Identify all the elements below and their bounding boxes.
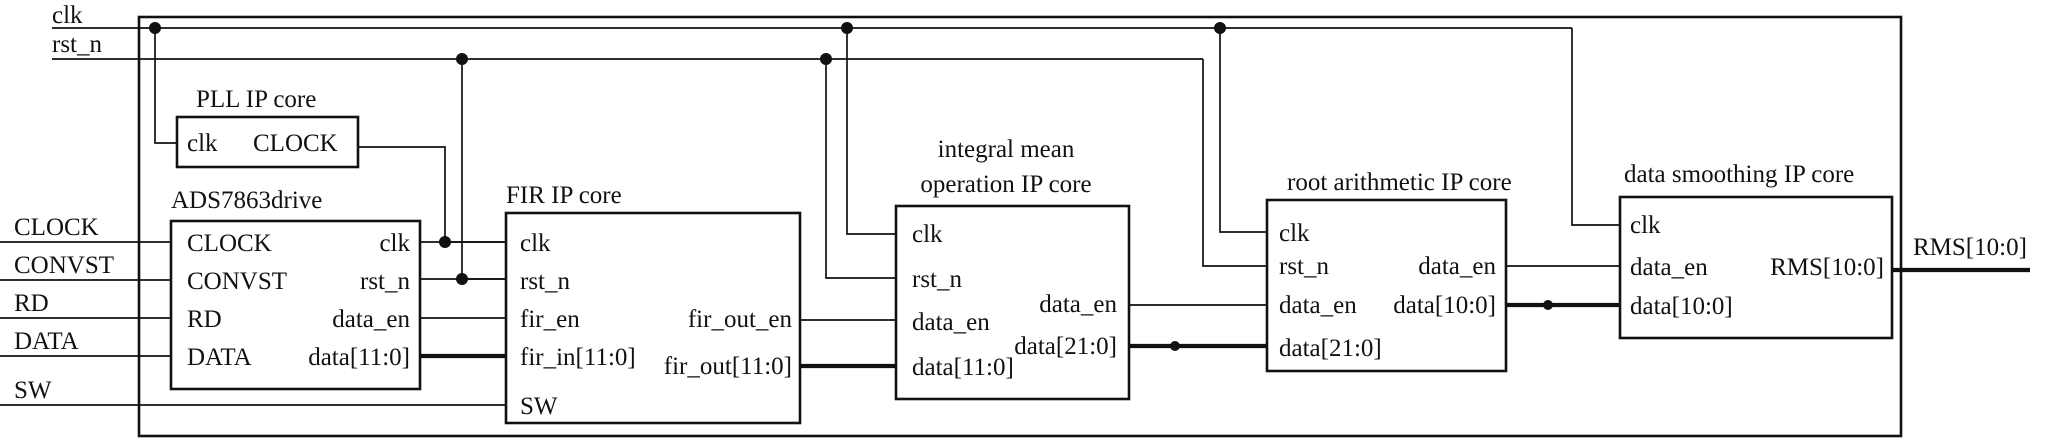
data-smoothing-block: data smoothing IP core clk data_en data[… xyxy=(1618,161,1894,340)
pll-port-clk: clk xyxy=(187,130,218,157)
ads-port-clk: clk xyxy=(379,230,410,257)
junction-dot xyxy=(1543,300,1553,310)
fir-port-fir-in: fir_in[11:0] xyxy=(520,344,636,371)
root-port-clk: clk xyxy=(1279,220,1310,247)
ads7863-block: ADS7863drive CLOCK CONVST RD DATA clk rs… xyxy=(169,187,422,391)
external-inputs xyxy=(0,241,506,406)
clk-bus xyxy=(52,22,1620,235)
output-label-rms: RMS[10:0] xyxy=(1913,234,2027,261)
integral-port-data-out: data[21:0] xyxy=(1014,333,1117,360)
junction-dot xyxy=(149,22,161,34)
junction-dot xyxy=(1170,341,1180,351)
fir-port-sw: SW xyxy=(520,393,558,420)
junction-dot xyxy=(456,53,468,65)
pll-port-clock: CLOCK xyxy=(253,130,338,157)
fir-title: FIR IP core xyxy=(506,182,622,209)
pll-title: PLL IP core xyxy=(196,86,316,113)
junction-dot xyxy=(841,22,853,34)
root-port-rst-n: rst_n xyxy=(1279,253,1330,280)
input-label-sw: SW xyxy=(14,377,52,404)
integral-port-data-en-out: data_en xyxy=(1039,291,1117,318)
input-label-convst: CONVST xyxy=(14,252,114,279)
fir-port-fir-out: fir_out[11:0] xyxy=(664,353,792,380)
junction-dot xyxy=(1214,22,1226,34)
smooth-title: data smoothing IP core xyxy=(1624,161,1854,188)
integral-port-data-in: data[11:0] xyxy=(912,354,1014,381)
integral-port-data-en-in: data_en xyxy=(912,309,990,336)
fir-port-fir-out-en: fir_out_en xyxy=(688,306,793,333)
ads-port-data: DATA xyxy=(187,344,252,371)
ads-port-convst: CONVST xyxy=(187,268,287,295)
ads-port-data-out: data[11:0] xyxy=(308,344,410,371)
input-label-clk: clk xyxy=(52,2,83,29)
integral-port-clk: clk xyxy=(912,221,943,248)
root-port-data-en-out: data_en xyxy=(1418,253,1496,280)
fir-port-rst-n: rst_n xyxy=(520,268,571,295)
input-label-data: DATA xyxy=(14,328,79,355)
integral-port-rst-n: rst_n xyxy=(912,266,963,293)
smooth-port-clk: clk xyxy=(1630,212,1661,239)
root-port-data-in: data[21:0] xyxy=(1279,335,1382,362)
junction-dot xyxy=(820,53,832,65)
fir-port-clk: clk xyxy=(520,230,551,257)
ads-title: ADS7863drive xyxy=(171,187,322,214)
smooth-port-data-in: data[10:0] xyxy=(1630,293,1733,320)
root-arithmetic-block: root arithmetic IP core clk rst_n data_e… xyxy=(1265,169,1512,373)
input-label-rst-n: rst_n xyxy=(52,31,103,58)
input-label-clock: CLOCK xyxy=(14,214,99,241)
fir-port-fir-en: fir_en xyxy=(520,306,580,333)
root-title: root arithmetic IP core xyxy=(1287,169,1512,196)
fpga-boundary xyxy=(137,15,1903,438)
ads-port-data-en: data_en xyxy=(332,306,410,333)
ads-port-rd: RD xyxy=(187,306,222,333)
smooth-port-data-en: data_en xyxy=(1630,254,1708,281)
wire-pll-clock xyxy=(358,146,506,243)
integral-title-line1: integral mean xyxy=(938,136,1075,163)
root-port-data-out: data[10:0] xyxy=(1393,292,1496,319)
integral-mean-block: integral mean operation IP core clk rst_… xyxy=(894,136,1131,401)
fir-block: FIR IP core clk rst_n fir_en fir_in[11:0… xyxy=(504,182,802,425)
pll-block: PLL IP core clk CLOCK xyxy=(175,86,360,169)
integral-title-line2: operation IP core xyxy=(920,171,1091,198)
smooth-port-rms: RMS[10:0] xyxy=(1770,254,1884,281)
ads-port-clock: CLOCK xyxy=(187,230,272,257)
root-port-data-en-in: data_en xyxy=(1279,292,1357,319)
ads-port-rst-n: rst_n xyxy=(360,268,411,295)
input-label-rd: RD xyxy=(14,290,49,317)
